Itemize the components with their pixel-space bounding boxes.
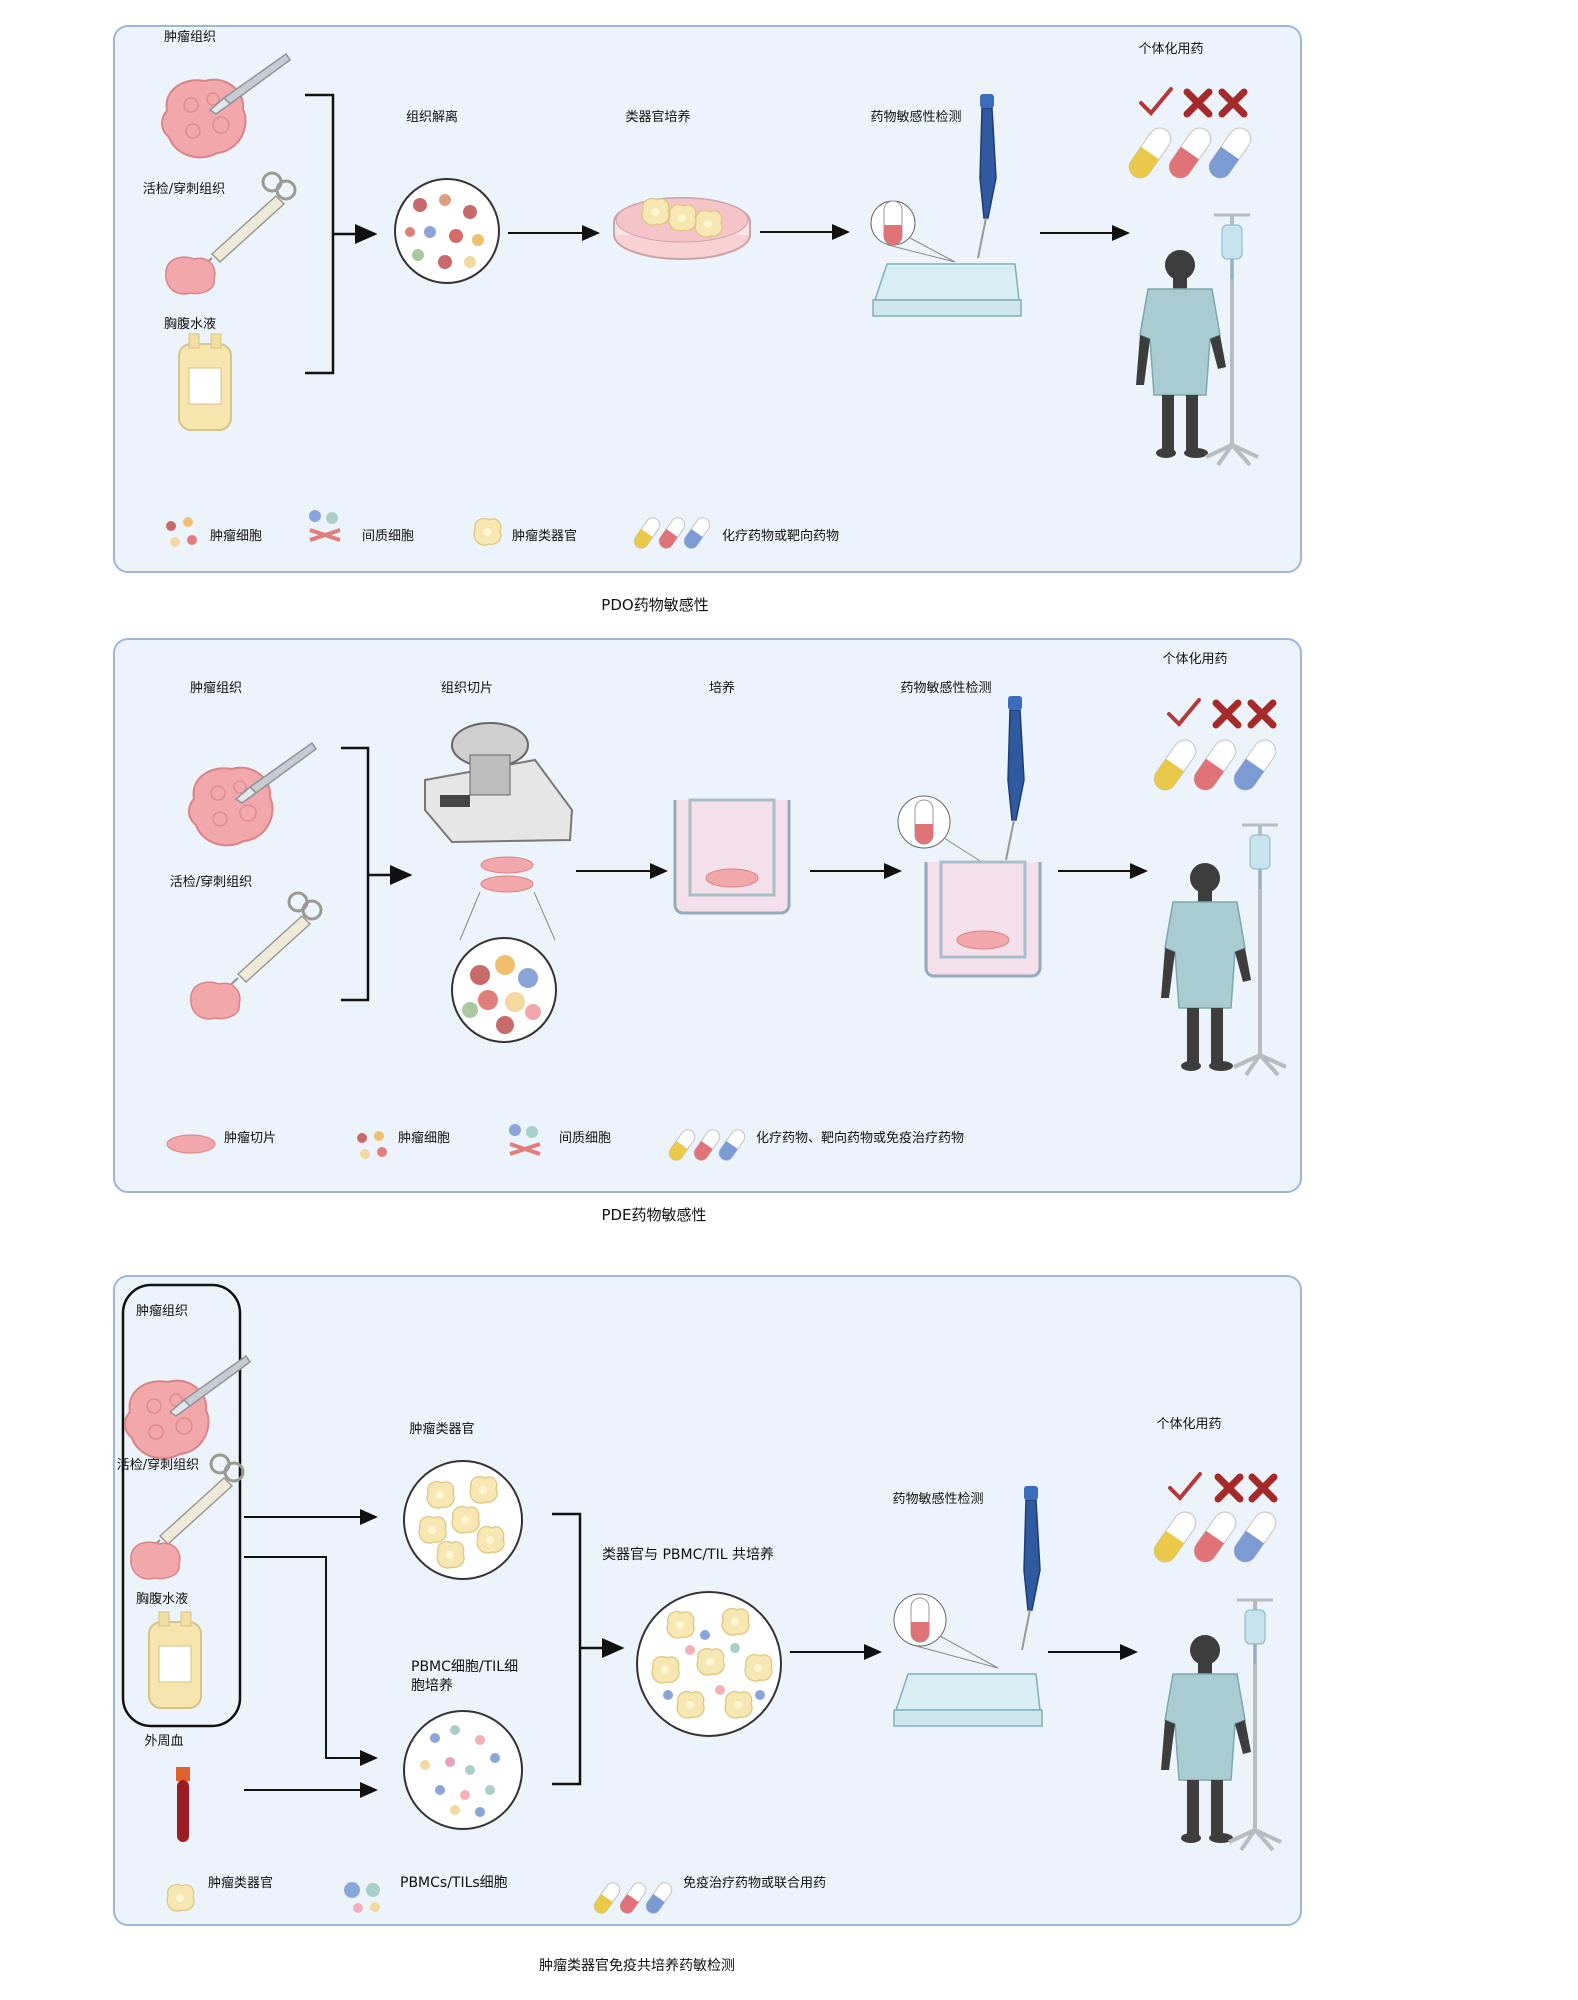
label-report: 个体化用药 xyxy=(1156,1417,1222,1432)
capsule-icon xyxy=(1153,739,1277,791)
panel2-title: PDE药物敏感性 xyxy=(601,1206,707,1224)
legend-item: 免疫治疗药物或联合用药 xyxy=(683,1876,827,1891)
legend-item: 肿瘤类器官 xyxy=(512,529,578,544)
vibratome-icon xyxy=(424,722,574,844)
label-culture: 类器官培养 xyxy=(625,110,691,125)
label-dissociation: 组织解离 xyxy=(405,110,459,125)
legend-item: 肿瘤细胞 xyxy=(210,529,263,544)
legend-item: 化疗药物或靶向药物 xyxy=(722,529,840,544)
pbmc-cells xyxy=(420,1725,500,1817)
label-biopsy: 活检/穿刺组织 xyxy=(169,875,253,890)
label-biopsy: 活检/穿刺组织 xyxy=(116,1458,200,1473)
label-blood: 外周血 xyxy=(144,1734,184,1749)
legend-item: 间质细胞 xyxy=(559,1131,612,1146)
label-tumor-tissue: 肿瘤组织 xyxy=(163,30,217,45)
pbmc-circle xyxy=(403,1710,523,1830)
slice-cells xyxy=(462,955,541,1034)
legend2-icons xyxy=(166,1124,746,1161)
biopsy-tissue-icon xyxy=(165,256,216,295)
biopsy-tissue-icon xyxy=(130,1541,181,1580)
panel2-frame xyxy=(113,638,1302,1193)
well-plate-icon xyxy=(872,263,1022,317)
panel3-title: 肿瘤类器官免疫共培养药敏检测 xyxy=(539,1958,735,1974)
label-pbmc: PBMC细胞/TIL细胞培养 xyxy=(411,1659,519,1694)
zoom-lines xyxy=(887,237,956,263)
capsule-icon xyxy=(1128,127,1252,179)
legend-item: 肿瘤类器官 xyxy=(208,1876,274,1891)
blood-tube-icon xyxy=(176,1767,190,1842)
legend3-icons xyxy=(166,1882,673,1914)
label-coculture: 类器官与 PBMC/TIL 共培养 xyxy=(602,1547,774,1563)
panel1-title: PDO药物敏感性 xyxy=(601,596,709,614)
dissociated-cells xyxy=(405,194,484,269)
petri-dish-icon xyxy=(613,197,751,260)
capsule-icon xyxy=(1153,1511,1277,1563)
zoom-lines xyxy=(915,1635,999,1669)
label-culture: 培养 xyxy=(708,681,736,696)
zoom-lines xyxy=(459,891,556,941)
merge-bracket xyxy=(341,746,410,1002)
label-drug-test: 药物敏感性检测 xyxy=(870,110,962,125)
label-report: 个体化用药 xyxy=(1138,42,1204,57)
drug-tube-icon xyxy=(910,1597,930,1643)
label-ascites: 胸腹水液 xyxy=(135,1592,189,1607)
panel1-frame xyxy=(113,25,1302,573)
label-biopsy: 活检/穿刺组织 xyxy=(142,182,226,197)
label-tumor-tissue: 肿瘤组织 xyxy=(135,1304,189,1319)
blood-bag-icon xyxy=(178,333,232,431)
legend-item: 肿瘤切片 xyxy=(224,1131,277,1146)
legend-item: PBMCs/TILs细胞 xyxy=(400,1875,508,1891)
merge-bracket xyxy=(552,1512,622,1786)
drug-tube-icon xyxy=(883,200,903,246)
merge-bracket xyxy=(305,93,375,375)
blood-bag-icon xyxy=(148,1611,202,1709)
legend-item: 间质细胞 xyxy=(362,529,415,544)
legend-item: 化疗药物、靶向药物或免疫治疗药物 xyxy=(756,1131,965,1146)
label-slicing: 组织切片 xyxy=(440,681,494,696)
label-report: 个体化用药 xyxy=(1162,652,1228,667)
biopsy-tissue-icon xyxy=(190,981,241,1020)
transwell-icon xyxy=(924,860,1042,978)
label-organoid: 肿瘤类器官 xyxy=(409,1422,475,1437)
well-plate-icon xyxy=(893,1673,1043,1727)
coculture-cells xyxy=(651,1607,773,1719)
drug-tube-icon xyxy=(914,799,934,845)
legend-item: 肿瘤细胞 xyxy=(398,1131,451,1146)
label-drug-test: 药物敏感性检测 xyxy=(900,681,992,696)
sample-group-box xyxy=(121,1283,242,1728)
label-tumor-tissue: 肿瘤组织 xyxy=(189,681,243,696)
tissue-slices xyxy=(480,856,534,893)
arrow-icon xyxy=(244,1556,378,1766)
label-ascites: 胸腹水液 xyxy=(163,317,217,332)
label-drug-test: 药物敏感性检测 xyxy=(892,1492,984,1507)
transwell-icon xyxy=(673,798,791,915)
legend1-icons xyxy=(166,510,711,549)
